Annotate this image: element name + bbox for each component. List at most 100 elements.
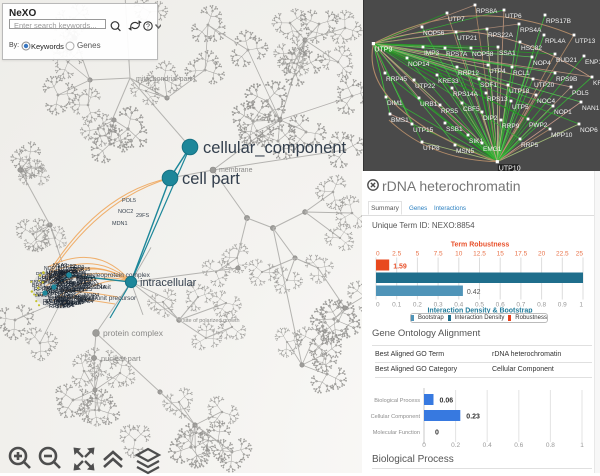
svg-text:NOP56: NOP56 bbox=[423, 30, 445, 37]
svg-text:ribosomal subunit: ribosomal subunit bbox=[60, 284, 111, 291]
svg-text:0: 0 bbox=[422, 442, 426, 449]
svg-text:5: 5 bbox=[416, 251, 420, 258]
svg-text:1: 1 bbox=[580, 442, 584, 449]
svg-text:UTP21: UTP21 bbox=[457, 35, 478, 42]
svg-text:Molecular Function: Molecular Function bbox=[373, 430, 420, 436]
svg-text:UTP18: UTP18 bbox=[509, 88, 530, 95]
svg-text:2.5: 2.5 bbox=[392, 251, 401, 258]
svg-text:ribosomal subunit precursor: ribosomal subunit precursor bbox=[56, 295, 137, 302]
svg-text:MDN1: MDN1 bbox=[112, 221, 128, 227]
svg-text:Cellular Component: Cellular Component bbox=[371, 414, 421, 420]
svg-text:RPS17B: RPS17B bbox=[546, 18, 571, 25]
svg-text:nuclear part: nuclear part bbox=[101, 354, 142, 363]
svg-text:RPS5: RPS5 bbox=[441, 108, 458, 115]
svg-text:NOP14: NOP14 bbox=[408, 61, 430, 68]
svg-text:RRP45: RRP45 bbox=[386, 76, 407, 83]
svg-text:NOC4: NOC4 bbox=[537, 98, 555, 105]
svg-text:SSB1: SSB1 bbox=[446, 126, 463, 133]
svg-text:20: 20 bbox=[538, 251, 546, 258]
svg-text:22.5: 22.5 bbox=[556, 251, 569, 258]
svg-text:15: 15 bbox=[497, 251, 505, 258]
svg-text:ENP1: ENP1 bbox=[585, 59, 600, 66]
svg-text:NAN1: NAN1 bbox=[582, 105, 600, 112]
svg-text:DIM1: DIM1 bbox=[387, 100, 403, 107]
svg-text:CBF5: CBF5 bbox=[463, 106, 480, 113]
svg-text:UTP4: UTP4 bbox=[489, 68, 506, 75]
svg-text:site of polarized growth: site of polarized growth bbox=[183, 318, 240, 324]
svg-text:BUD21: BUD21 bbox=[556, 57, 577, 64]
svg-text:1.59: 1.59 bbox=[393, 264, 407, 271]
svg-text:NSA2: NSA2 bbox=[53, 263, 67, 269]
svg-text:RCL1: RCL1 bbox=[513, 70, 530, 77]
svg-text:0.23: 0.23 bbox=[466, 414, 480, 421]
svg-text:RPS7A: RPS7A bbox=[446, 51, 468, 58]
svg-text:RRP12: RRP12 bbox=[458, 70, 479, 77]
svg-text:mitochondrial part: mitochondrial part bbox=[136, 76, 192, 83]
svg-text:NOP1: NOP1 bbox=[554, 109, 572, 116]
svg-text:0.4: 0.4 bbox=[483, 442, 492, 449]
svg-text:UTP5: UTP5 bbox=[512, 104, 529, 111]
svg-text:UTP13: UTP13 bbox=[575, 38, 596, 45]
svg-text:EMG1: EMG1 bbox=[483, 146, 502, 153]
svg-text:DIP2: DIP2 bbox=[483, 115, 498, 122]
svg-text:UTP9: UTP9 bbox=[374, 47, 392, 54]
svg-text:NOP6: NOP6 bbox=[580, 127, 598, 134]
svg-text:UTP22: UTP22 bbox=[415, 83, 436, 90]
svg-text:?: ? bbox=[146, 23, 150, 30]
svg-text:0.8: 0.8 bbox=[546, 442, 555, 449]
svg-text:UTP20: UTP20 bbox=[534, 82, 555, 89]
svg-text:RRP9: RRP9 bbox=[502, 123, 520, 130]
svg-text:BMS1: BMS1 bbox=[391, 117, 409, 124]
svg-text:MSN5: MSN5 bbox=[456, 148, 474, 155]
svg-text:0: 0 bbox=[376, 251, 380, 258]
svg-text:NOP58: NOP58 bbox=[472, 51, 494, 58]
svg-text:SSA1: SSA1 bbox=[499, 50, 516, 57]
svg-text:0.1: 0.1 bbox=[392, 302, 401, 309]
svg-text:NOC2: NOC2 bbox=[118, 209, 133, 215]
svg-text:Term Robustness: Term Robustness bbox=[451, 242, 510, 249]
svg-text:HAS1: HAS1 bbox=[54, 276, 68, 282]
svg-text:RPS22A: RPS22A bbox=[488, 32, 514, 39]
svg-text:0: 0 bbox=[435, 430, 439, 437]
svg-text:cell part: cell part bbox=[182, 170, 240, 188]
svg-text:IMP3: IMP3 bbox=[424, 50, 440, 57]
svg-text:POL5: POL5 bbox=[572, 90, 589, 97]
svg-text:RPS13: RPS13 bbox=[487, 96, 508, 103]
svg-text:protein complex: protein complex bbox=[103, 328, 164, 338]
svg-text:UTP7: UTP7 bbox=[448, 16, 465, 23]
svg-text:UTP8: UTP8 bbox=[423, 145, 440, 152]
svg-text:PWP2: PWP2 bbox=[529, 122, 548, 129]
svg-text:RPS9B: RPS9B bbox=[556, 76, 577, 83]
svg-text:0: 0 bbox=[376, 302, 380, 309]
svg-text:UTP15: UTP15 bbox=[413, 127, 434, 134]
svg-text:Biological Process: Biological Process bbox=[374, 398, 420, 404]
svg-text:0.8: 0.8 bbox=[537, 302, 546, 309]
svg-text:7.5: 7.5 bbox=[434, 251, 443, 258]
svg-text:RPS4A: RPS4A bbox=[520, 27, 542, 34]
svg-text:10: 10 bbox=[455, 251, 463, 258]
svg-text:0.06: 0.06 bbox=[440, 398, 454, 405]
svg-text:0.2: 0.2 bbox=[451, 442, 460, 449]
svg-text:SOF1: SOF1 bbox=[480, 82, 497, 89]
svg-text:RPL4A: RPL4A bbox=[545, 38, 566, 45]
svg-text:25: 25 bbox=[576, 251, 584, 258]
svg-text:0.6: 0.6 bbox=[514, 442, 523, 449]
svg-text:0.42: 0.42 bbox=[467, 289, 481, 296]
svg-text:KRR1: KRR1 bbox=[593, 80, 600, 87]
svg-text:RPS14A: RPS14A bbox=[453, 91, 479, 98]
svg-text:RPS8A: RPS8A bbox=[476, 8, 498, 15]
svg-text:KRE33: KRE33 bbox=[438, 78, 459, 85]
svg-text:0.2: 0.2 bbox=[413, 302, 422, 309]
svg-text:NOP4: NOP4 bbox=[533, 60, 551, 67]
svg-text:0.9: 0.9 bbox=[558, 302, 567, 309]
svg-text:cellular_component: cellular_component bbox=[203, 139, 347, 157]
svg-text:1: 1 bbox=[579, 302, 583, 309]
svg-text:POL5: POL5 bbox=[122, 198, 136, 204]
svg-text:intracellular: intracellular bbox=[140, 277, 197, 289]
svg-text:URB1: URB1 bbox=[420, 101, 438, 108]
svg-text:17.5: 17.5 bbox=[515, 251, 528, 258]
svg-text:29FS: 29FS bbox=[136, 213, 149, 219]
svg-text:12.5: 12.5 bbox=[473, 251, 486, 258]
svg-text:MPP10: MPP10 bbox=[551, 132, 573, 139]
svg-text:HSC82: HSC82 bbox=[521, 45, 542, 52]
